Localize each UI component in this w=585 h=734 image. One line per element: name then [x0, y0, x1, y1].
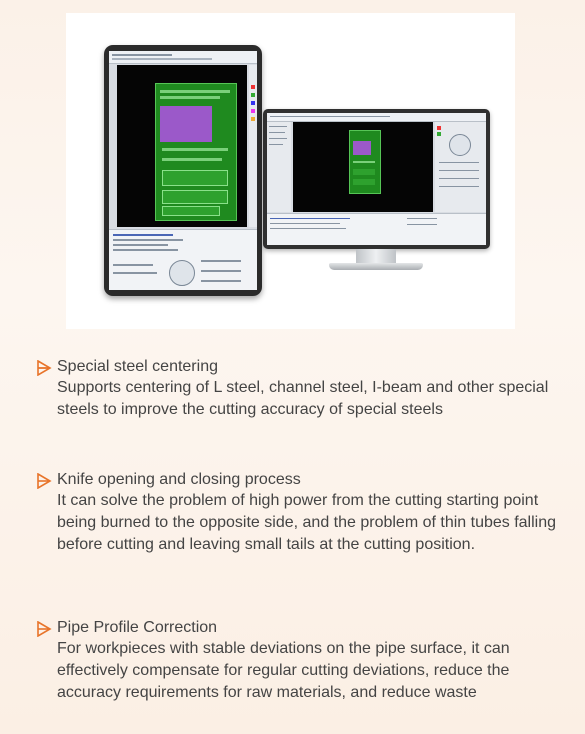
- feature-title: Knife opening and closing process: [57, 471, 301, 488]
- feature-description: For workpieces with stable deviations on…: [57, 640, 510, 701]
- feature-title: Special steel centering: [57, 358, 218, 375]
- control-panel: [109, 229, 257, 290]
- hero-image: [66, 13, 515, 329]
- monitor-stand-base: [329, 263, 423, 270]
- triangle-arrow-icon: [37, 621, 52, 637]
- pcb-layout: [349, 130, 381, 194]
- feature-description: Supports centering of L steel, channel s…: [57, 379, 549, 418]
- feature-description: It can solve the problem of high power f…: [57, 492, 557, 553]
- tablet-device: [104, 45, 262, 296]
- feature-title: Pipe Profile Correction: [57, 619, 218, 636]
- jog-dial: [169, 260, 195, 286]
- triangle-arrow-icon: [37, 473, 52, 489]
- monitor-device: [263, 109, 490, 249]
- jog-dial: [449, 134, 471, 156]
- pcb-layout: [155, 83, 237, 221]
- tablet-software-screen: [109, 51, 257, 290]
- right-panel: [435, 122, 486, 212]
- toolbar: [109, 51, 257, 64]
- left-panel: [267, 122, 291, 212]
- drawing-canvas: [117, 65, 247, 227]
- drawing-canvas: [293, 122, 433, 212]
- monitor-software-screen: [267, 113, 486, 245]
- triangle-arrow-icon: [37, 360, 52, 376]
- monitor-stand-neck: [356, 249, 396, 265]
- log-panel: [267, 213, 486, 245]
- toolbar: [267, 113, 486, 122]
- right-toolbar: [249, 65, 257, 227]
